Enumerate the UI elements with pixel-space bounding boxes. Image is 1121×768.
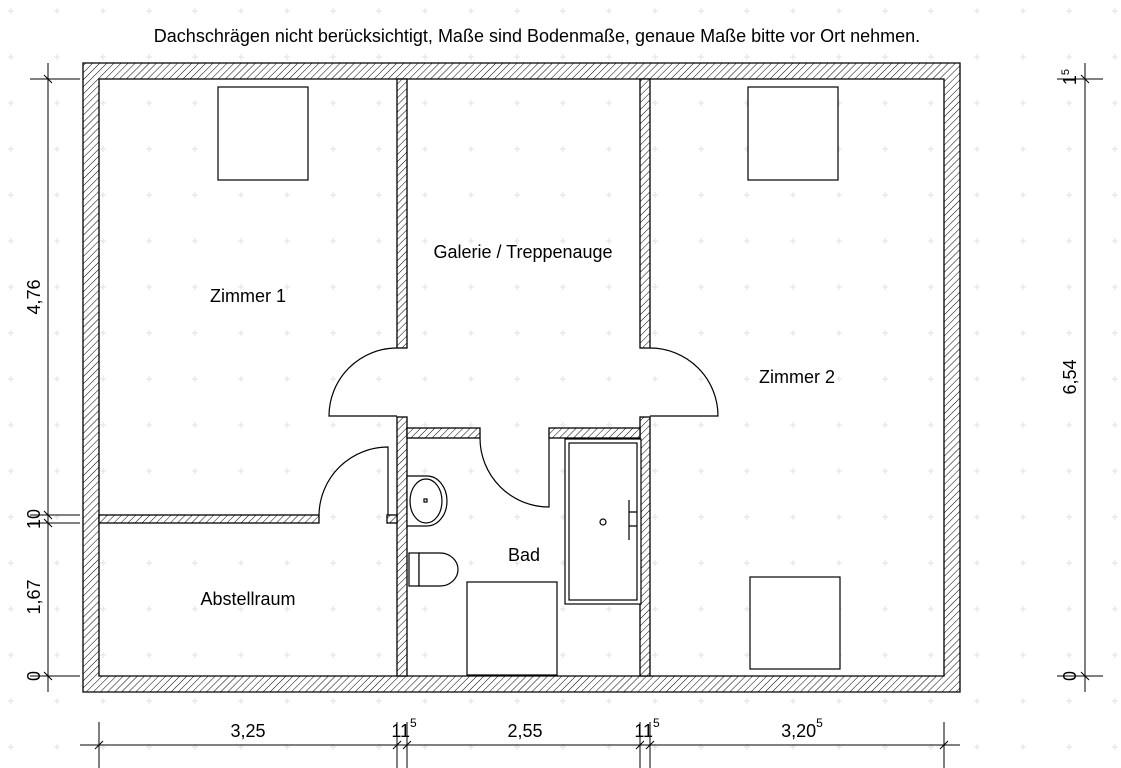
wall-right-upper — [639, 78, 651, 349]
outer-wall — [82, 62, 961, 693]
wall-bad-right — [548, 427, 641, 439]
wall-abstellraum-stub — [386, 514, 398, 524]
walls — [82, 62, 961, 693]
wall-left-lower — [396, 416, 408, 677]
room-label-galerie: Galerie / Treppenauge — [433, 242, 612, 262]
fixtures — [217, 86, 841, 676]
bathtub-drain — [599, 518, 607, 526]
dim-bottom-3-25: 3,25 — [230, 721, 265, 741]
dim-right-0: 0 — [1060, 671, 1080, 681]
dim-left-10: 10 — [24, 509, 44, 529]
doors — [318, 347, 719, 516]
cabinet-bad — [466, 581, 558, 676]
washbasin-drain — [423, 498, 428, 503]
room-label-zimmer1: Zimmer 1 — [210, 286, 286, 306]
door-zimmer2 — [649, 347, 719, 417]
dim-bottom-11-5-right: 115 — [634, 716, 660, 741]
room-label-bad: Bad — [508, 545, 540, 565]
dimension-bottom — [80, 722, 960, 768]
dim-bottom-11-5-left: 115 — [391, 716, 417, 741]
room-labels: Zimmer 1 Galerie / Treppenauge Zimmer 2 … — [200, 242, 835, 609]
window-zimmer2 — [747, 86, 839, 181]
window-zimmer1 — [217, 86, 309, 181]
dimension-left — [30, 63, 80, 692]
door-abstellraum — [318, 446, 389, 516]
bathtub-faucet — [628, 500, 637, 540]
toilet-bowl — [418, 552, 459, 587]
room-label-abstellraum: Abstellraum — [200, 589, 295, 609]
dimension-right — [1057, 63, 1103, 692]
dim-bottom-2-55: 2,55 — [507, 721, 542, 741]
wall-bad-left — [406, 427, 481, 439]
plan-note: Dachschrägen nicht berücksichtigt, Maße … — [154, 26, 920, 46]
wall-left-upper — [396, 78, 408, 349]
dim-left-4-76: 4,76 — [24, 279, 44, 314]
window-zimmer2-lower — [749, 576, 841, 670]
wall-abstellraum — [98, 514, 320, 524]
dim-bottom-3-20-5: 3,205 — [781, 716, 823, 741]
door-zimmer1 — [328, 347, 398, 417]
dim-right-top: 15 — [1060, 69, 1080, 85]
dim-left-0: 0 — [24, 671, 44, 681]
door-bad — [479, 437, 550, 508]
toilet-tank — [408, 552, 420, 587]
room-label-zimmer2: Zimmer 2 — [759, 367, 835, 387]
dim-left-1-67: 1,67 — [24, 579, 44, 614]
dim-right-6-54: 6,54 — [1060, 359, 1080, 394]
